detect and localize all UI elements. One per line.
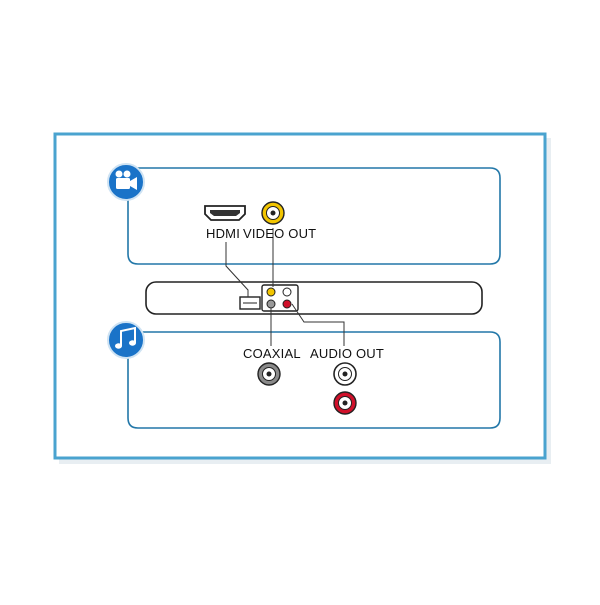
device-jack-cluster	[261, 284, 299, 312]
music-note-icon	[107, 321, 145, 359]
audio-out-label: AUDIO OUT	[310, 346, 385, 361]
audio-panel	[127, 331, 501, 429]
device-coaxial-jack	[266, 299, 276, 309]
hdmi-leader-line	[225, 242, 249, 297]
device-audio-right-jack	[282, 299, 292, 309]
device-hdmi-port	[239, 296, 261, 310]
coaxial-label: COAXIAL	[243, 346, 301, 361]
video-out-label: VIDEO OUT	[243, 226, 317, 241]
video-out-jack-icon	[261, 201, 285, 225]
coaxial-jack-icon	[257, 362, 281, 386]
video-camera-icon	[107, 163, 145, 201]
hdmi-label: HDMI	[206, 226, 241, 241]
audio-out-left-jack-icon	[333, 362, 357, 386]
video-panel	[127, 167, 501, 265]
audio-out-right-jack-icon	[333, 391, 357, 415]
player-rear-panel	[145, 281, 483, 315]
audio-leader-line	[291, 303, 345, 346]
hdmi-connector-icon	[204, 205, 246, 221]
device-video-jack	[266, 287, 276, 297]
device-audio-left-jack	[282, 287, 292, 297]
